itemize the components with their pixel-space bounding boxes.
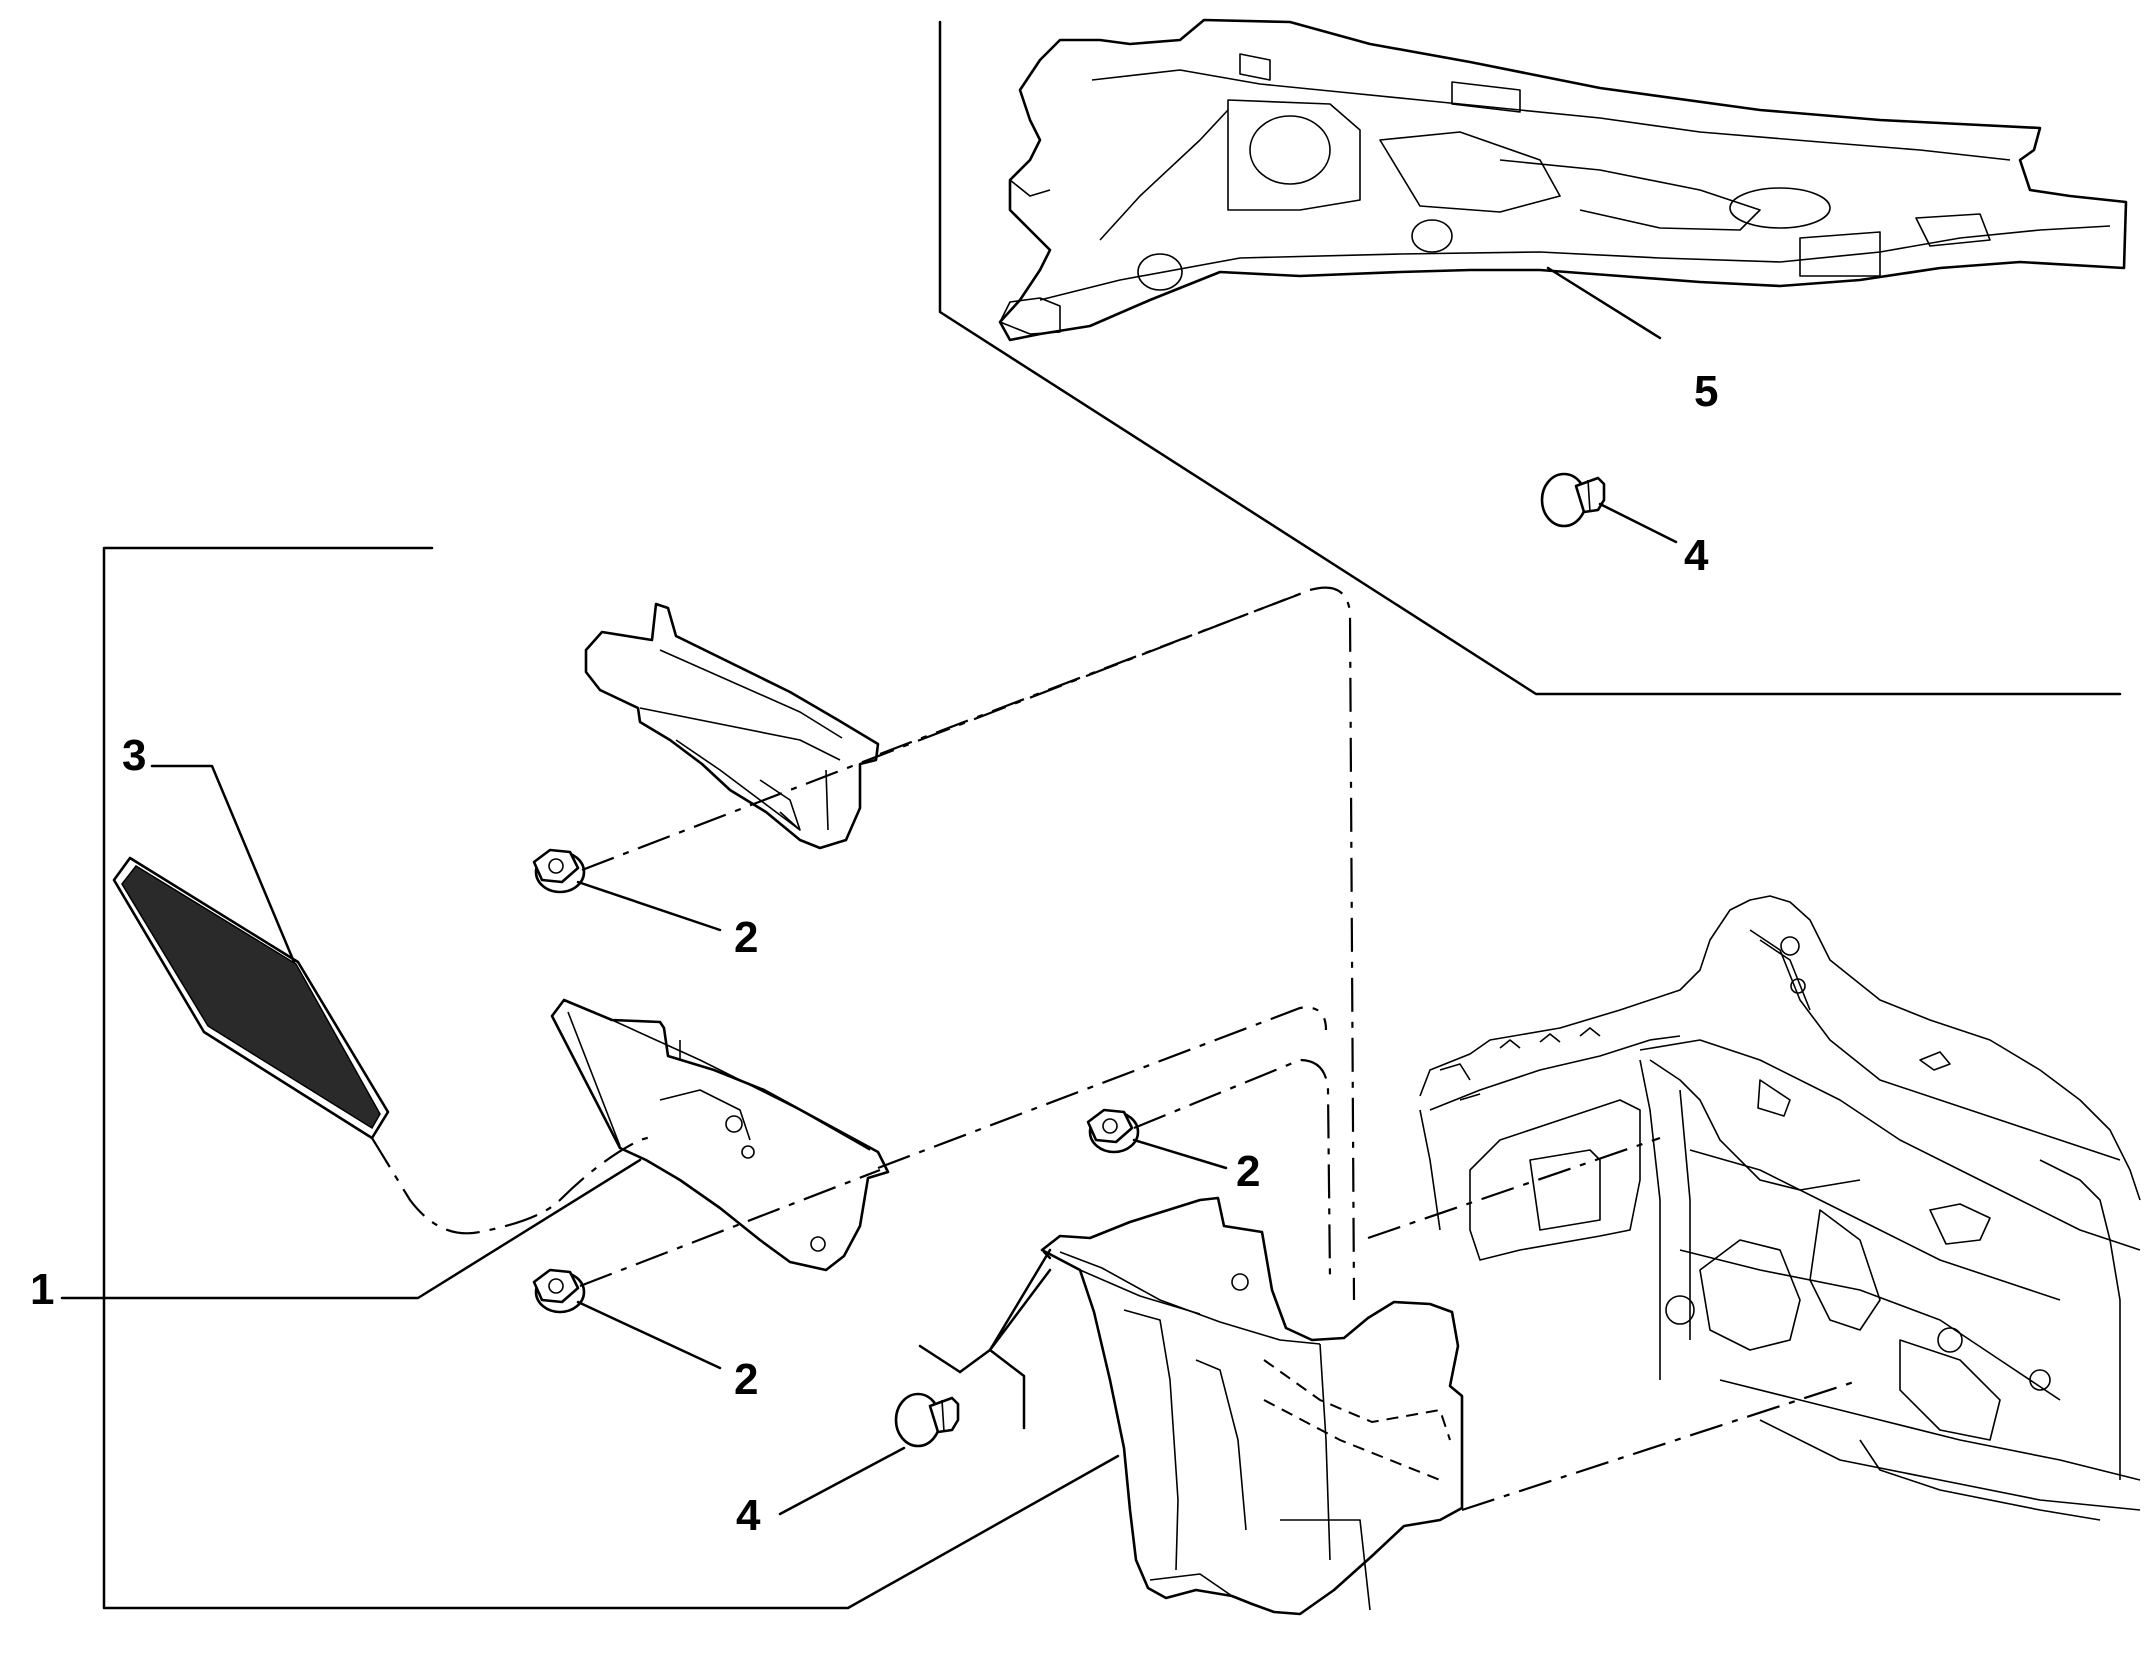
part-2-nut-a — [532, 848, 586, 894]
mount-bracket-lines-3 — [988, 1248, 1052, 1352]
part-3-cabin-filter — [112, 856, 390, 1140]
callout-2-lower: 2 — [734, 1355, 758, 1404]
part-4-clip-lower — [894, 1392, 960, 1448]
part-1-lower-box — [1040, 1196, 1464, 1616]
part-2-nut-c — [532, 1268, 586, 1314]
callout-5: 5 — [1694, 367, 1718, 416]
callout-4-lower: 4 — [736, 1491, 761, 1540]
part-5-bulkhead-panel — [998, 18, 2128, 342]
assembly-alignment-lines — [371, 586, 1861, 1512]
group-frame-top — [938, 20, 2122, 696]
callout-2-right: 2 — [1236, 1147, 1260, 1196]
leader-2b — [1132, 1138, 1228, 1170]
mount-bracket-lines — [958, 1268, 1052, 1374]
callout-3: 3 — [122, 731, 146, 780]
callout-4-upper: 4 — [1684, 531, 1709, 580]
group-frame-left — [102, 546, 1120, 1610]
mount-bracket-lines-4 — [988, 1348, 1026, 1430]
part-4-clip-upper — [1540, 472, 1606, 528]
part-1-upper-duct — [584, 602, 880, 850]
leader-3 — [150, 764, 296, 964]
leader-4-upper — [1598, 502, 1678, 544]
leader-4-lower — [778, 1446, 906, 1516]
vehicle-body-structure — [1419, 895, 2141, 1521]
part-1-lower-duct — [550, 998, 890, 1272]
callout-2-upper: 2 — [734, 913, 758, 962]
callout-1: 1 — [30, 1265, 54, 1314]
part-2-nut-b — [1086, 1108, 1140, 1154]
leader-5 — [1546, 266, 1662, 340]
leader-2c — [576, 1300, 722, 1370]
mount-bracket-lines-2 — [918, 1344, 962, 1374]
leader-1 — [60, 1158, 642, 1300]
leader-2a — [576, 880, 722, 932]
